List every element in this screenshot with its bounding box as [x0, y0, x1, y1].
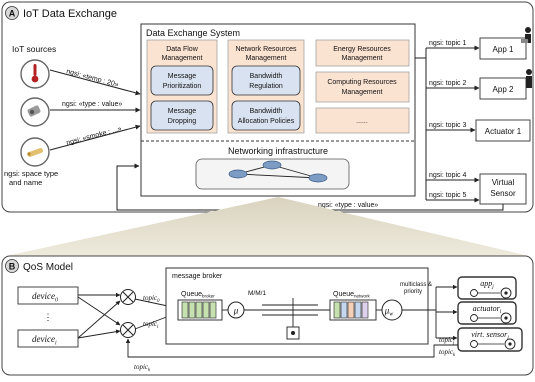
- topic-k-upper-label: topick: [439, 348, 456, 358]
- topic-3-label: ngsi: topic 3: [429, 122, 466, 129]
- panel-a-badge-text: A: [9, 9, 16, 19]
- queue-network-slots: [333, 301, 369, 319]
- multiclass-label-line1: multiclass &: [400, 282, 432, 288]
- output-actuator: actuatorl: [457, 301, 517, 325]
- broker-mu: μ: [233, 306, 239, 316]
- topic-1-label: ngsi: topic 1: [429, 40, 466, 47]
- user-with-laptop-icon: [521, 27, 531, 43]
- network-mu-w: μw: [384, 306, 394, 318]
- energy-resources-line1: Energy Resources: [333, 46, 391, 53]
- message-dropping-line1: Message: [168, 108, 197, 115]
- queue-broker-label: Queuebroker: [181, 291, 215, 299]
- message-dropping-box: [150, 100, 214, 131]
- data-flow-header-line2: Management: [162, 55, 203, 62]
- energy-resources-line2: Management: [342, 55, 383, 62]
- message-prioritization-line1: Message: [168, 73, 197, 80]
- message-dropping-line2: Dropping: [168, 118, 197, 125]
- other-resources-ellipsis: ......: [356, 118, 368, 125]
- data-exchange-system-title: Data Exchange System: [146, 28, 240, 38]
- smoke-sensor-icon: [20, 137, 50, 167]
- data-flow-header-line1: Data Flow: [166, 46, 198, 53]
- network-resources-header-line2: Management: [246, 55, 287, 62]
- app-1-box: [479, 37, 527, 60]
- app-2-label: App 2: [493, 85, 514, 94]
- thermometer-icon: [20, 59, 50, 89]
- networking-infrastructure-title: Networking infrastructure: [228, 146, 328, 156]
- app-2-box: [479, 77, 527, 100]
- device-0-box: [17, 286, 79, 305]
- bandwidth-allocation-line2: Allocation Policies: [238, 118, 295, 125]
- panel-b-title: QoS Model: [23, 262, 73, 273]
- other-resources-box: [315, 107, 410, 134]
- type-arrow-label: ngsi: «type : value»: [62, 101, 122, 108]
- actuator-1-box: [475, 119, 531, 142]
- output-app-label: appj: [480, 279, 494, 290]
- panel-a-badge: [5, 6, 19, 20]
- bandwidth-allocation-line1: Bandwidth: [250, 108, 283, 115]
- computing-resources-line2: Management: [342, 89, 383, 96]
- topic-i-label: topici: [143, 320, 159, 330]
- multiclass-label-line2: priority: [404, 289, 422, 295]
- energy-resources-box: [315, 39, 410, 67]
- zoom-cone: [6, 197, 529, 256]
- feedback-label: ngsi: «type : value»: [318, 202, 378, 209]
- smoke-arrow: [49, 124, 141, 151]
- camera-sensor-icon: [20, 97, 50, 127]
- topic-5-label: ngsi: topic 5: [429, 192, 466, 199]
- device-i-box: [17, 329, 79, 348]
- device0-to-muxi: [77, 296, 121, 326]
- topic-k-lower-label: topick: [134, 363, 151, 373]
- panel-b-badge: [5, 259, 19, 273]
- network-topology-box: [195, 158, 350, 190]
- topic-0-label: topic0: [143, 294, 160, 304]
- message-prioritization-line2: Prioritization: [163, 83, 202, 90]
- virtual-sensor-line1: Virtual: [492, 178, 515, 187]
- user-icon: [526, 69, 532, 88]
- device-i-label: devicei: [32, 334, 57, 347]
- ngsi-space-label: ngsi: space type: [4, 169, 58, 178]
- feedback-loop-arrow: [116, 163, 504, 211]
- temp-arrow: [49, 69, 141, 96]
- topic-0-multiplexer-icon: [120, 289, 136, 305]
- ngsi-name-label: and name: [9, 178, 42, 187]
- virt-sensor-feedback-arrow: [125, 338, 458, 358]
- computing-resources-box: [315, 71, 410, 103]
- panel-a-title: IoT Data Exchange: [23, 8, 117, 20]
- bandwidth-regulation-box: [231, 65, 301, 96]
- device-ellipsis: ⋮: [44, 312, 53, 322]
- bandwidth-allocation-box: [231, 100, 301, 131]
- output-virt-sensor: virt. sensorl: [457, 327, 523, 352]
- queue-broker-slots: [181, 301, 217, 319]
- queue-network-label: Queuenetwork: [333, 291, 371, 299]
- topic-2-label: ngsi: topic 2: [429, 80, 466, 87]
- router-network-icon: [228, 160, 328, 183]
- panel-b-badge-text: B: [9, 262, 16, 272]
- devicei-to-mux0: [77, 300, 121, 339]
- output-virt-sensor-label: virt. sensorl: [471, 330, 509, 341]
- actuator-1-label: Actuator 1: [485, 127, 522, 136]
- message-prioritization-box: [150, 65, 214, 96]
- iot-sources-label: IoT sources: [12, 44, 56, 54]
- network-resources-header-line1: Network Resources: [235, 46, 297, 53]
- topic-j-label: topicj: [439, 336, 455, 346]
- virtual-sensor-line2: Sensor: [490, 189, 516, 198]
- bandwidth-regulation-line2: Regulation: [249, 83, 283, 90]
- topic-4-label: ngsi: topic 4: [429, 172, 466, 179]
- message-broker-label: message broker: [172, 273, 223, 280]
- app-1-label: App 1: [493, 45, 514, 54]
- output-actuator-label: actuatorl: [473, 304, 502, 315]
- device-0-label: device0: [32, 291, 58, 304]
- network-node-dot: [291, 331, 295, 335]
- mm1-label: M/M/1: [248, 290, 266, 297]
- bandwidth-regulation-line1: Bandwidth: [250, 73, 283, 80]
- computing-resources-line1: Computing Resources: [327, 79, 397, 86]
- devicei-to-muxi: [77, 329, 121, 339]
- topic-i-multiplexer-icon: [120, 322, 136, 338]
- virtual-sensor-box: [479, 173, 527, 205]
- output-app: appj: [457, 276, 517, 300]
